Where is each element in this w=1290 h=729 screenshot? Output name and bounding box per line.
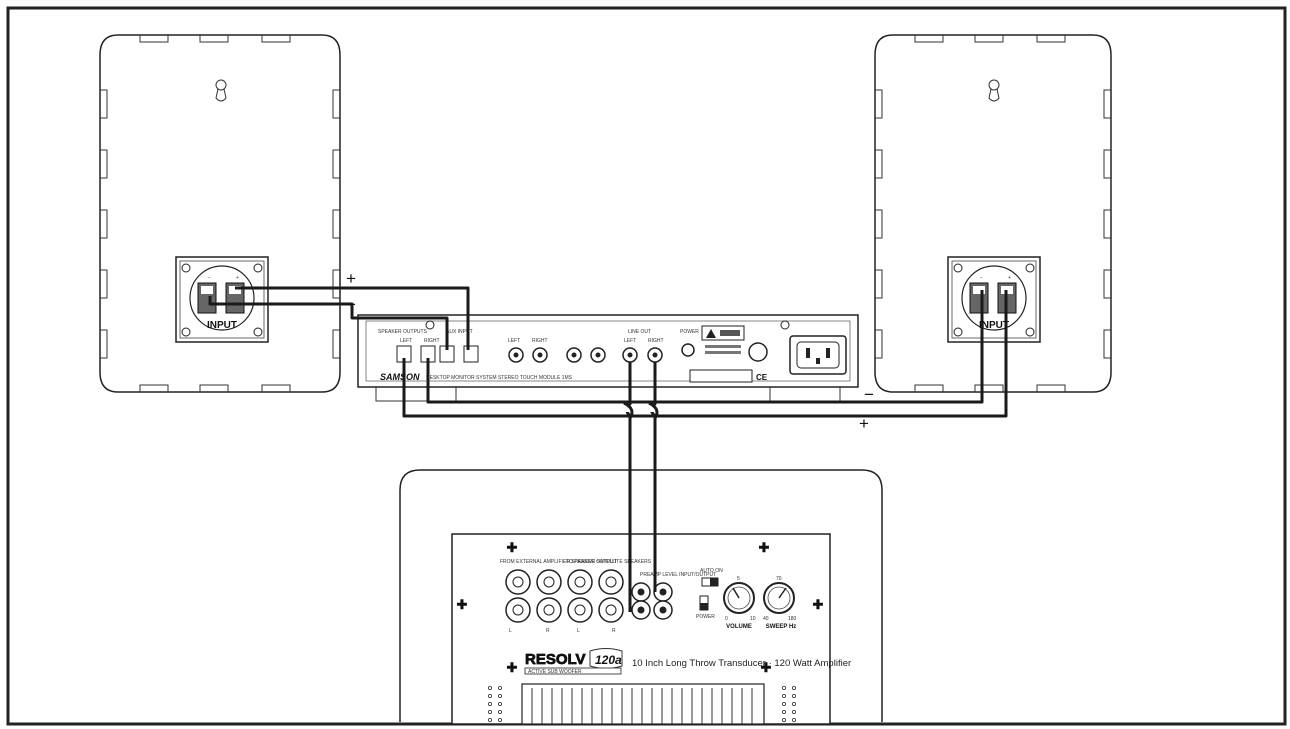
vent-dot — [792, 718, 797, 723]
sub-brand: RESOLV — [525, 651, 586, 668]
vent-dot — [792, 686, 797, 691]
svg-text:✚: ✚ — [457, 597, 468, 612]
keyhole-icon — [215, 79, 227, 102]
amp-model-line: DESKTOP MONITOR SYSTEM STEREO TOUCH MODU… — [426, 375, 573, 381]
amp-brand: SAMSON — [380, 372, 420, 382]
amp-aux-label: AUX INPUT — [446, 329, 473, 335]
sub-vent-dots — [487, 686, 797, 723]
amp-line-right-label: RIGHT — [648, 338, 664, 344]
amp-line-out-label: LINE OUT — [628, 329, 651, 335]
sub-volume-min: 0 — [725, 616, 728, 622]
sub-sweep-min: 40 — [763, 616, 769, 622]
svg-text:−: − — [980, 275, 983, 281]
subwoofer: ✚ ✚ ✚ ✚ ✚ ✚ FROM EXTERNAL AMPLIFIER SPEA… — [399, 469, 883, 725]
vent-dot — [497, 686, 502, 691]
sub-channel-l-label: L — [509, 628, 512, 634]
svg-text:✚: ✚ — [507, 660, 518, 675]
right-speaker: − + INPUT — [874, 34, 1112, 393]
sub-volume-mid: 5 — [737, 576, 740, 582]
vent-dot — [487, 694, 492, 699]
left-input-label: INPUT — [207, 320, 237, 331]
sub-sweep-mid: 70 — [776, 576, 782, 582]
minus-sign-right: − — [864, 385, 874, 404]
keyhole-icon — [988, 79, 1000, 102]
vent-dot — [497, 710, 502, 715]
minus-sign-left: − — [346, 295, 356, 314]
svg-text:+: + — [1008, 275, 1011, 281]
vent-dot — [782, 686, 787, 691]
right-input-label: INPUT — [979, 320, 1009, 331]
amp-output-left-label: LEFT — [400, 338, 412, 344]
amp-output-right-label: RIGHT — [424, 338, 440, 344]
sub-volume-knob — [723, 582, 755, 614]
vent-dot — [782, 702, 787, 707]
vent-dot — [487, 710, 492, 715]
sub-sweep-label: SWEEP Hz — [766, 624, 797, 630]
sub-volume-label: VOLUME — [726, 624, 752, 630]
sub-to-speakers-label: TO PASSIVE SATELLITE SPEAKERS — [566, 559, 652, 565]
sub-sweep-knob — [763, 582, 795, 614]
svg-text:✚: ✚ — [813, 597, 824, 612]
plus-sign-left: + — [346, 269, 356, 288]
sub-line-level-label: PREAMP LEVEL INPUT/OUTPUT — [640, 572, 716, 578]
amp-speaker-outputs-label: SPEAKER OUTPUTS — [378, 329, 428, 335]
vent-dot — [782, 710, 787, 715]
svg-text:✚: ✚ — [507, 540, 518, 555]
vent-dot — [782, 694, 787, 699]
amp-input-right-label: RIGHT — [532, 338, 548, 344]
sub-volume-max: 10 — [750, 616, 756, 622]
vent-dot — [487, 718, 492, 723]
left-speaker: − + INPUT — [99, 34, 341, 393]
sub-heatsink-grille — [521, 683, 765, 725]
sub-speaker-binding-posts — [505, 569, 624, 623]
vent-dot — [487, 702, 492, 707]
svg-text:−: − — [208, 275, 211, 281]
vent-dot — [497, 702, 502, 707]
sub-description: 10 Inch Long Throw Transducer · 120 Watt… — [632, 658, 851, 669]
vent-dot — [497, 718, 502, 723]
amp-power-switch — [748, 342, 768, 362]
amp-input-left-label: LEFT — [508, 338, 520, 344]
plus-sign-right: + — [859, 414, 869, 433]
sub-model-badge: 120a — [595, 653, 622, 667]
right-speaker-terminal: − + INPUT — [947, 256, 1041, 343]
warning-icon — [701, 325, 745, 341]
vent-dot — [792, 694, 797, 699]
svg-text:+: + — [236, 275, 239, 281]
amp-ce-mark: CE — [756, 373, 768, 382]
stereo-amplifier: SPEAKER OUTPUTS LEFT RIGHT AUX INPUT LEF… — [357, 314, 859, 402]
sub-power-label: POWER — [696, 614, 715, 620]
sub-channel-r-label: R — [612, 628, 616, 634]
vent-dot — [487, 686, 492, 691]
svg-text:✚: ✚ — [761, 660, 772, 675]
sub-channel-r-label: R — [546, 628, 550, 634]
vent-dot — [497, 694, 502, 699]
amp-line-left-label: LEFT — [624, 338, 636, 344]
vent-dot — [782, 718, 787, 723]
sub-channel-l-label: L — [577, 628, 580, 634]
sub-brand-subline: ACTIVE SUB WOOFER — [528, 669, 582, 675]
sub-sweep-max: 180 — [788, 616, 797, 622]
vent-dot — [792, 702, 797, 707]
amp-power-label: POWER — [680, 329, 699, 335]
svg-text:✚: ✚ — [759, 540, 770, 555]
left-speaker-terminal: − + INPUT — [175, 256, 269, 343]
sub-from-amp-label: FROM EXTERNAL AMPLIFIER SPEAKER OUTPUT — [500, 559, 617, 565]
vent-dot — [792, 710, 797, 715]
sub-auto-on-label: AUTO ON — [700, 568, 723, 574]
